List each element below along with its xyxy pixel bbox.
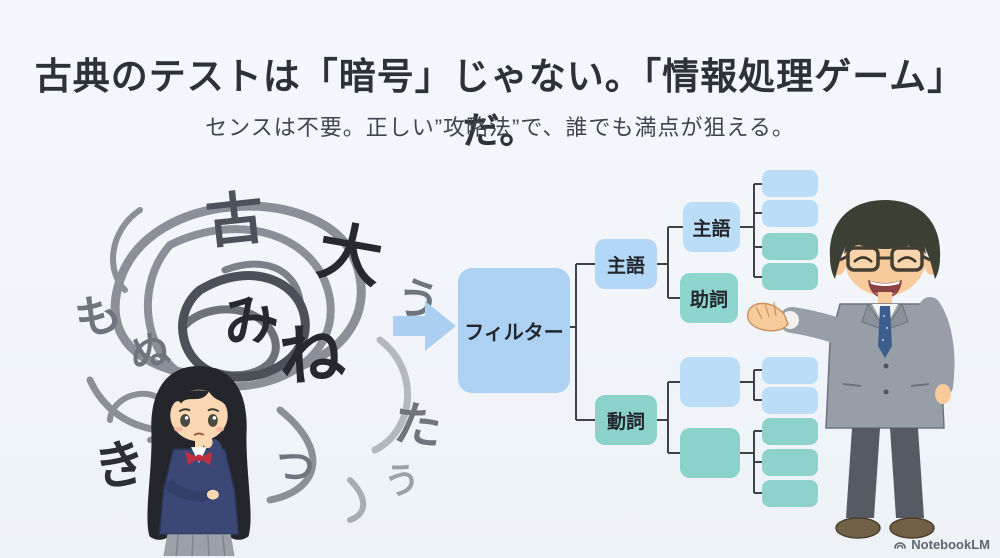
scribble-char: た	[390, 395, 445, 457]
man-happy-closed-eyes	[853, 256, 917, 263]
scribble-char: ぬ	[127, 325, 173, 377]
tree-leaf-box	[762, 233, 818, 260]
scribble-char: き	[89, 431, 151, 500]
man-extended-arm	[779, 307, 865, 349]
page-subtitle: センスは不要。正しい”攻略法”で、誰でも満点が狙える。	[205, 115, 795, 140]
tree-node-subject-l2: 主語	[595, 239, 657, 289]
scribble-char: ね	[276, 314, 347, 396]
tree-leaf-box	[762, 418, 818, 445]
tree-leaf-box	[762, 357, 818, 384]
tree-leaf-box	[762, 449, 818, 476]
man-right-arm	[919, 297, 955, 397]
girl-face	[170, 389, 228, 442]
page-title: 古典のテストは「暗号」じゃない。「情報処理ゲーム」だ。	[34, 56, 966, 151]
scribble-char: 大	[312, 213, 388, 298]
man-tie	[878, 306, 892, 358]
tree-leaf-box	[762, 480, 818, 507]
man-right-hand	[935, 384, 951, 404]
thinking-student-girl	[147, 365, 251, 557]
man-glasses	[839, 246, 931, 272]
scribble-swirls	[86, 201, 412, 523]
girl-ribbon-bow	[185, 451, 213, 465]
girl-blush	[215, 426, 225, 432]
tree-node-unlabeled-teal	[680, 428, 740, 478]
girl-skirt	[163, 534, 235, 557]
girl-mouth	[193, 432, 205, 437]
watermark: NotebookLM	[893, 537, 990, 552]
man-trousers	[846, 428, 924, 518]
girl-hand-on-chin	[201, 434, 213, 448]
flow-arrow-icon	[393, 301, 456, 351]
tree-leaf-box	[762, 200, 818, 227]
presenting-teacher-man	[746, 200, 955, 539]
girl-skirt-pleats	[175, 534, 226, 557]
notebooklm-logo-icon	[894, 541, 907, 549]
man-open-palm-hand	[746, 302, 789, 332]
scribble-char: 古	[203, 183, 268, 257]
man-pockets	[842, 383, 930, 387]
filter-node: フィルター	[458, 268, 570, 393]
man-lapels	[861, 302, 909, 331]
man-hand-fingers	[755, 301, 777, 320]
girl-eyes	[180, 413, 218, 427]
scribble-dark-loops	[178, 260, 310, 382]
man-tie-dots	[881, 314, 889, 342]
girl-eyebrows	[178, 408, 220, 413]
watermark-label: NotebookLM	[911, 537, 990, 552]
tree-node-unlabeled-blue	[680, 357, 740, 407]
girl-blush	[173, 426, 183, 432]
man-jacket-buttons	[883, 363, 889, 395]
girl-hand	[206, 489, 219, 500]
tree-connector-lines	[570, 183, 762, 494]
tree-node-particle-l3: 助詞	[680, 273, 738, 323]
man-neck	[878, 292, 892, 305]
scribble-char: う	[381, 458, 423, 505]
tangled-classical-text-scribble: 古 大 う み ね も ぬ き し た つ う	[69, 183, 446, 523]
girl-neck	[195, 439, 203, 449]
man-fringe	[844, 226, 926, 254]
girl-bangs	[170, 390, 228, 410]
tree-leaf-box	[762, 263, 818, 290]
tree-leaf-box	[762, 170, 818, 197]
tree-node-verb-l2: 動詞	[595, 395, 657, 445]
girl-folded-arm	[163, 478, 213, 502]
tree-leaf-box	[762, 387, 818, 414]
man-shoes	[835, 517, 935, 539]
tree-node-subject-l3: 主語	[683, 202, 740, 252]
